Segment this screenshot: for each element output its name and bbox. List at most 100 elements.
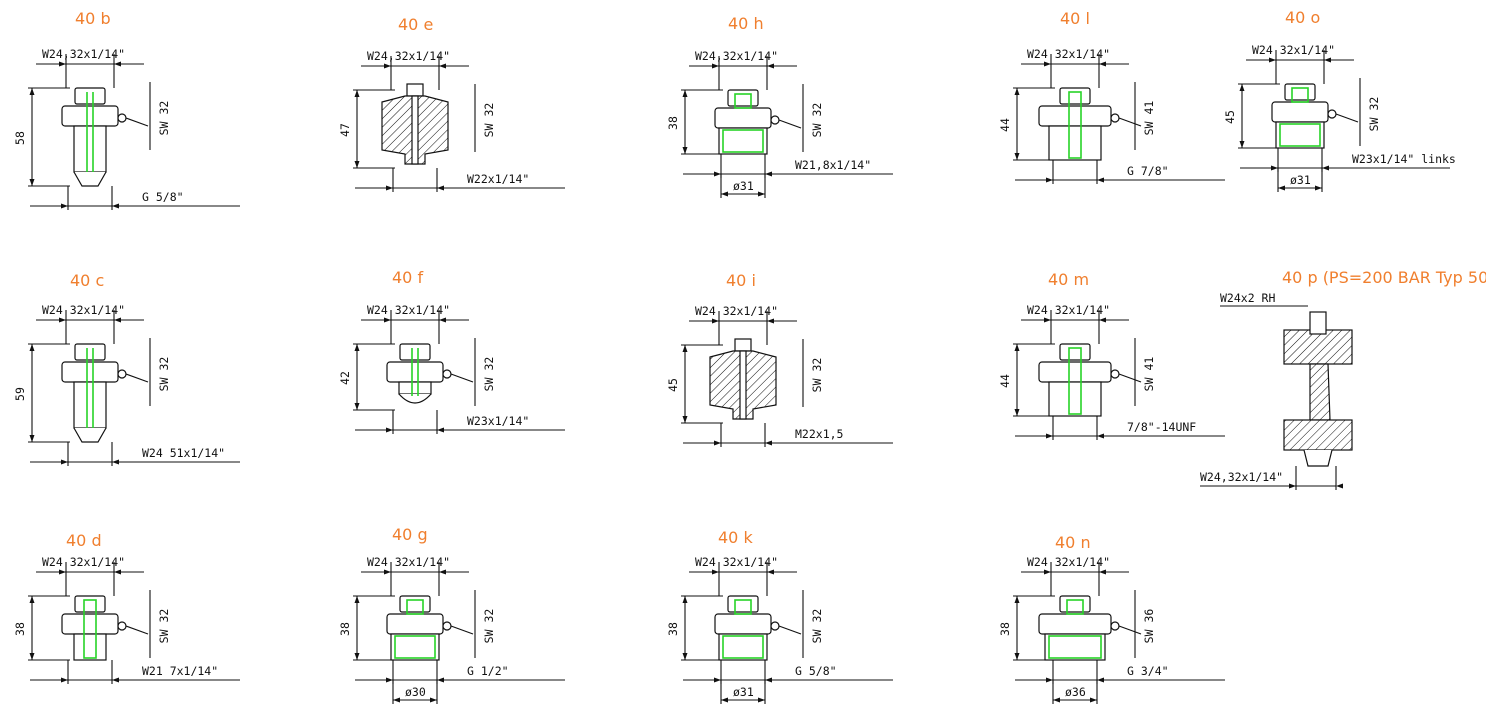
sw-label: SW 32 — [482, 103, 496, 138]
hex-body — [386, 361, 444, 383]
dimension-arrow — [1014, 653, 1020, 660]
top-thread-label: W24 32x1/14" — [1027, 47, 1110, 61]
hex-body — [714, 613, 772, 635]
bottom-thread-label: M22x1,5 — [795, 427, 843, 441]
side-port — [1110, 621, 1120, 631]
height-label: 38 — [666, 116, 680, 130]
diameter-label: ø30 — [405, 685, 426, 699]
side-port — [117, 621, 127, 631]
dimension-arrow — [1014, 596, 1020, 603]
threaded-stem — [718, 127, 768, 155]
diameter-label: ø36 — [1065, 685, 1086, 699]
dimension-arrow — [1322, 165, 1329, 171]
fitting-title: 40 e — [398, 15, 433, 34]
sw-label: SW 32 — [810, 358, 824, 393]
dimension-arrow — [767, 569, 774, 575]
valve-stem — [1309, 363, 1331, 421]
dimension-arrow — [1239, 141, 1245, 148]
height-label: 38 — [998, 622, 1012, 636]
dimension-arrow — [1099, 317, 1106, 323]
stem-tip — [398, 393, 432, 404]
bottom-tip — [1303, 449, 1333, 467]
top-thread-label: W24 32x1/14" — [367, 303, 450, 317]
bottom-thread-label: W24,32x1/14" — [1200, 470, 1283, 484]
bottom-thread-label: G 5/8" — [142, 190, 184, 204]
bottom-thread-label: 7/8"-14UNF — [1127, 420, 1196, 434]
fitting-title: 40 n — [1055, 533, 1091, 552]
dimension-arrow — [682, 90, 688, 97]
fitting-title: 40 i — [726, 271, 756, 290]
side-port — [117, 113, 127, 123]
dimension-arrow — [354, 161, 360, 168]
top-thread-label: W24 32x1/14" — [42, 555, 125, 569]
dimension-arrow — [112, 203, 119, 209]
dimension-arrow — [430, 697, 437, 703]
dimension-arrow — [1336, 483, 1343, 489]
dimension-arrow — [354, 653, 360, 660]
top-thread-label: W24 32x1/14" — [695, 304, 778, 318]
dimension-arrow — [29, 88, 35, 95]
height-label: 38 — [338, 622, 352, 636]
dimension-arrow — [721, 697, 728, 703]
sw-leader — [125, 625, 149, 635]
fitting-title: 40 o — [1285, 8, 1320, 27]
dimension-arrow — [114, 317, 121, 323]
dimension-arrow — [354, 90, 360, 97]
dimension-arrow — [1099, 61, 1106, 67]
sw-leader — [1335, 113, 1359, 123]
fitting-title: 40 m — [1048, 270, 1089, 289]
sw-label: SW 32 — [810, 609, 824, 644]
side-port — [442, 621, 452, 631]
diameter-label: ø31 — [733, 685, 754, 699]
fitting-title: 40 f — [392, 268, 423, 287]
hex-body — [1038, 105, 1112, 127]
dimension-arrow — [1097, 177, 1104, 183]
dimension-arrow — [682, 653, 688, 660]
dimension-arrow — [114, 61, 121, 67]
top-nut — [399, 343, 431, 361]
height-label: 38 — [666, 622, 680, 636]
fitting-title: 40 h — [728, 14, 764, 33]
sw-leader — [778, 119, 802, 129]
dimension-arrow — [1014, 409, 1020, 416]
lower-nut — [1283, 419, 1353, 451]
fitting-title: 40 g — [392, 525, 428, 544]
dimension-arrow — [712, 63, 719, 69]
top-thread-label: W24,32x1/14" — [695, 49, 778, 63]
bottom-thread-label: G 1/2" — [467, 664, 509, 678]
dimension-arrow — [714, 440, 721, 446]
flow-channel — [83, 599, 97, 659]
bottom-thread-label: W21 7x1/14" — [142, 664, 218, 678]
flow-channel — [394, 635, 436, 659]
top-thread-label: W24 32x1/14" — [367, 555, 450, 569]
dimension-arrow — [1046, 677, 1053, 683]
fitting-40p: 40 p (PS=200 BAR Typ 50)W24x2 RHW24,32x1… — [1200, 268, 1486, 490]
sw-leader — [450, 373, 474, 383]
dimension-arrow — [29, 653, 35, 660]
nut-channel — [1066, 599, 1084, 615]
sw-label: SW 36 — [1142, 609, 1156, 644]
height-label: 44 — [998, 118, 1012, 132]
threaded-stem — [390, 633, 440, 661]
dimension-arrow — [682, 596, 688, 603]
bottom-thread-label: G 5/8" — [795, 664, 837, 678]
side-port — [1327, 109, 1337, 119]
hex-body — [386, 613, 444, 635]
sw-leader — [1118, 373, 1142, 383]
height-label: 45 — [1223, 110, 1237, 124]
sw-leader — [1118, 625, 1142, 635]
flow-channel — [1048, 635, 1102, 659]
hex-body — [61, 105, 119, 127]
height-label: 47 — [338, 123, 352, 137]
top-nut — [734, 338, 752, 352]
sw-leader — [125, 373, 149, 383]
nut-channel — [734, 93, 752, 109]
bottom-thread-label: W24 51x1/14" — [142, 446, 225, 460]
